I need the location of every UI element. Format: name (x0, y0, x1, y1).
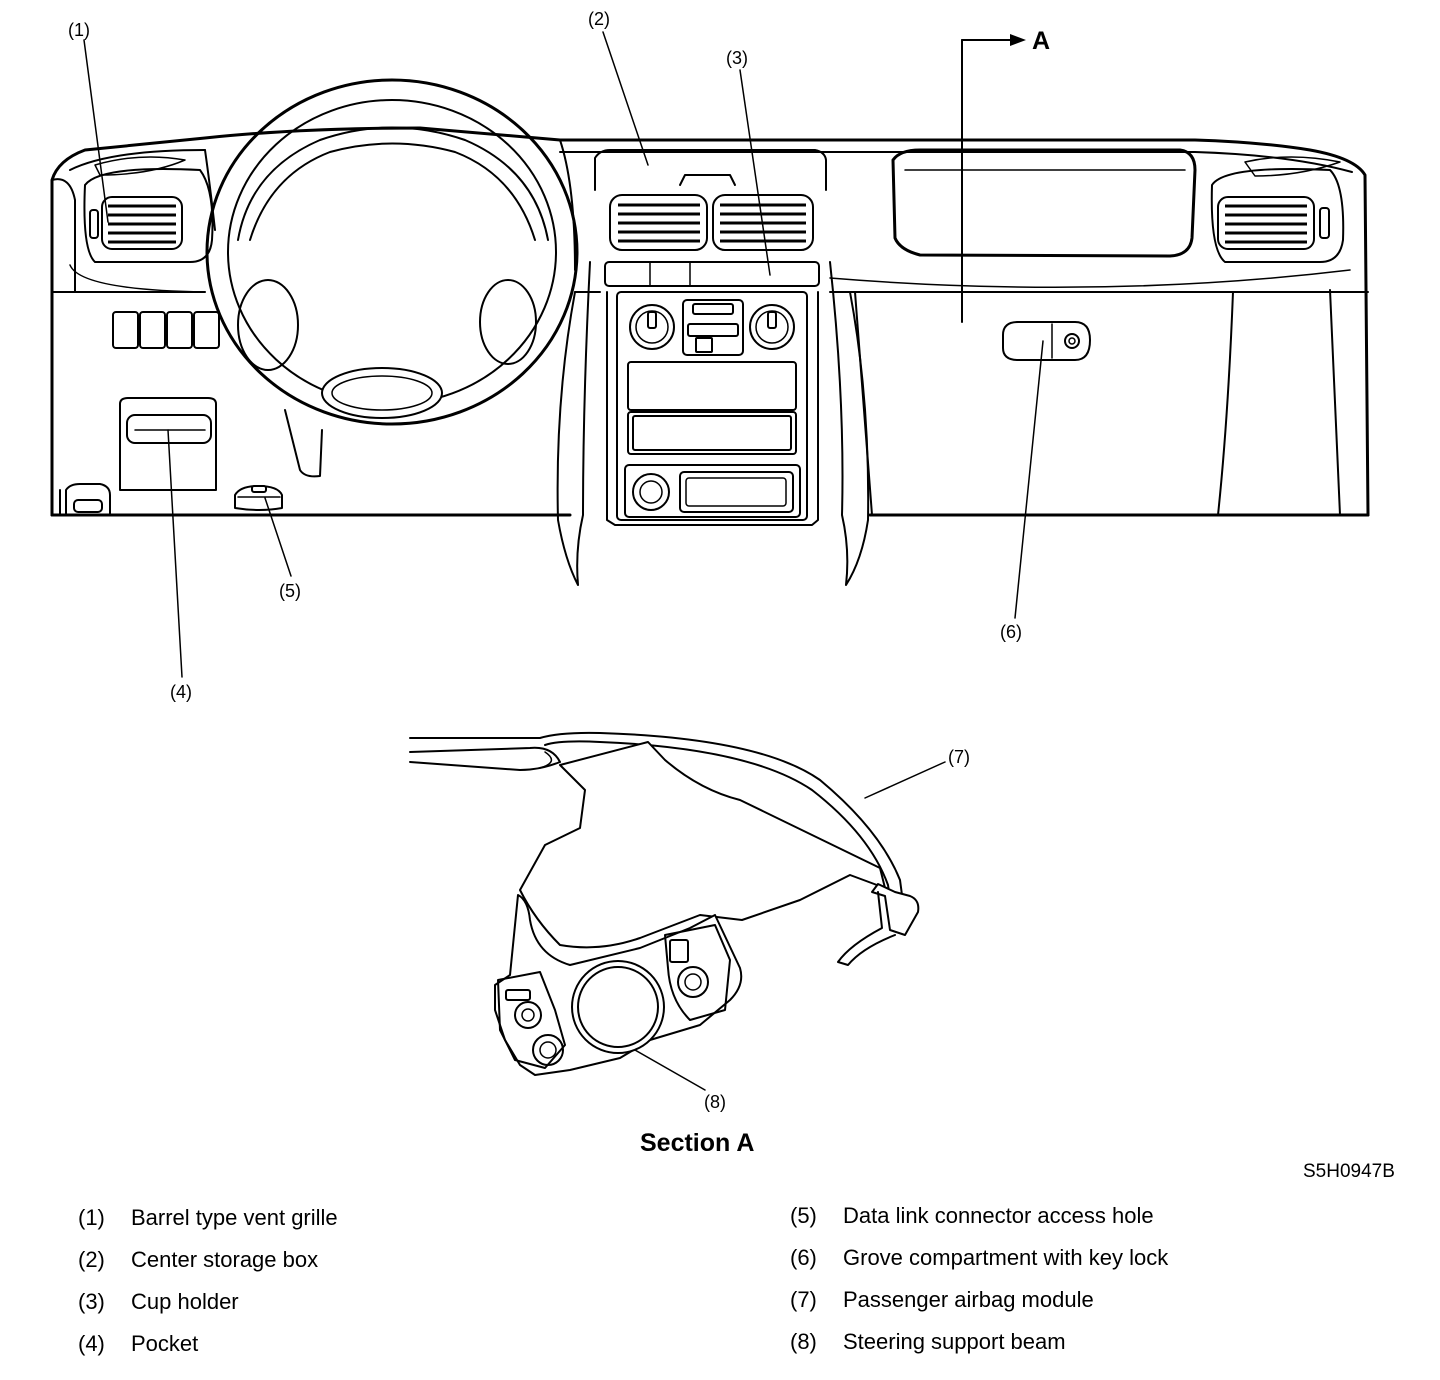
legend-text: Barrel type vent grille (131, 1205, 338, 1230)
callout-7: (7) (948, 747, 970, 767)
passenger-side-panel (854, 148, 1341, 516)
airbag-module-housing (519, 741, 886, 949)
figure-code: S5H0947B (1303, 1161, 1395, 1182)
mounting-bolts (497, 924, 731, 1069)
left-vent-grille (89, 196, 183, 250)
legend: (1) Barrel type vent grille (2) Center s… (0, 1198, 1440, 1368)
lower-left-lid (65, 483, 111, 516)
callout-6: (6) (1000, 622, 1022, 642)
dash-top-outline (50, 126, 1370, 517)
legend-number: (5) (790, 1203, 817, 1228)
dash-midline-curve (69, 264, 1351, 293)
legend-text: Steering support beam (843, 1329, 1066, 1354)
leader-lines (83, 31, 1044, 678)
meter-visor (204, 139, 576, 271)
callout-2: (2) (588, 9, 610, 29)
right-vent (1210, 156, 1345, 263)
legend-text: Data link connector access hole (843, 1203, 1154, 1228)
legend-number: (6) (790, 1245, 817, 1270)
steering-wheel (205, 78, 579, 426)
legend-text: Passenger airbag module (843, 1287, 1094, 1312)
left-vent-housing (83, 168, 214, 263)
left-end-cap (51, 178, 76, 516)
section-a-arrow-label: A (1032, 27, 1050, 55)
dash-upper-edge (69, 149, 1353, 173)
legend-number: (4) (78, 1331, 105, 1356)
legend-text: Grove compartment with key lock (843, 1245, 1169, 1270)
callout-5: (5) (279, 581, 301, 601)
legend-number: (2) (78, 1247, 105, 1272)
legend-number: (7) (790, 1287, 817, 1312)
section-a-arrow (961, 34, 1026, 323)
dash-skin (409, 731, 903, 896)
legend-text: Cup holder (131, 1289, 239, 1314)
legend-number: (1) (78, 1205, 105, 1230)
instrument-panel-drawing: A (1) (2) (3) (4) (5) (6) (50, 9, 1370, 702)
pocket (119, 397, 217, 491)
legend-number: (3) (78, 1289, 105, 1314)
leader-7 (864, 761, 946, 799)
left-switch-row (112, 311, 220, 349)
steering-column (284, 409, 323, 478)
airbag-flange (871, 883, 920, 936)
data-link-connector-hole (234, 485, 283, 511)
leader-8 (634, 1049, 706, 1091)
legend-text: Center storage box (131, 1247, 319, 1272)
callout-1: (1) (68, 20, 90, 40)
callout-8: (8) (704, 1092, 726, 1112)
legend-text: Pocket (131, 1331, 199, 1356)
legend-number: (8) (790, 1329, 817, 1354)
section-a-drawing: (7) (8) (409, 731, 970, 1112)
callout-4: (4) (170, 682, 192, 702)
callout-3: (3) (726, 48, 748, 68)
center-cluster (556, 149, 870, 586)
left-vent-upper-slot (94, 156, 186, 176)
section-a-title: Section A (640, 1129, 754, 1157)
steering-support-beam (571, 960, 665, 1054)
